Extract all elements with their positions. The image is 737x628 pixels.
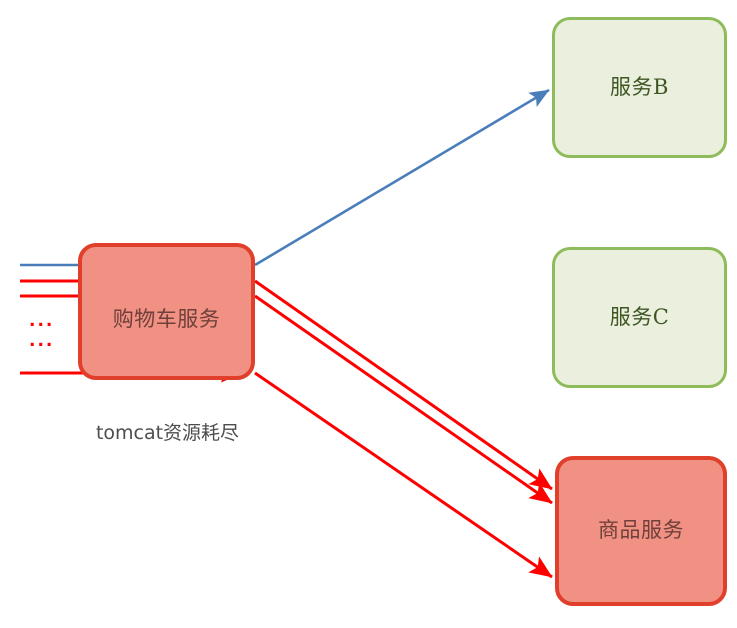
node-product-service[interactable]: 商品服务 — [555, 456, 727, 606]
node-service-b[interactable]: 服务B — [552, 17, 727, 158]
node-product-service-label: 商品服务 — [598, 518, 684, 543]
ellipsis-upper: ... — [29, 311, 55, 331]
edge-cart-to-product-2 — [254, 294, 553, 505]
edge-cart-to-service-b — [254, 88, 550, 267]
node-service-b-label: 服务B — [610, 74, 669, 99]
node-service-c[interactable]: 服务C — [552, 247, 727, 388]
ellipsis-lower: ... — [29, 331, 55, 351]
edge-cart-to-product-1 — [254, 279, 553, 491]
node-cart-service-label: 购物车服务 — [112, 306, 221, 331]
tomcat-exhaustion-caption: tomcat资源耗尽 — [95, 422, 240, 444]
node-service-c-label: 服务C — [609, 304, 670, 329]
edge-cart-to-product-3 — [254, 371, 553, 579]
node-cart-service[interactable]: 购物车服务 — [78, 243, 255, 380]
